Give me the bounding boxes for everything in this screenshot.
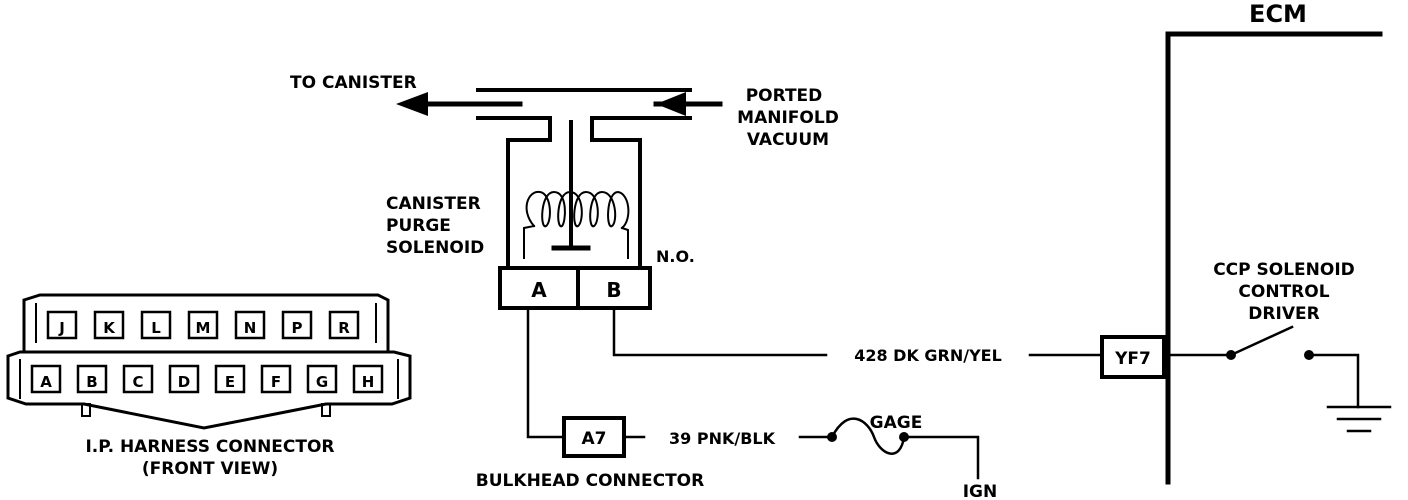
connector-pin-label: R: [338, 319, 350, 337]
to-canister-arrow-head: [396, 92, 428, 116]
gage-label: GAGE: [870, 413, 923, 433]
vacuum-label: VACUUM: [747, 130, 829, 150]
connector-pin-d: [168, 364, 200, 394]
gage-fuse: [830, 417, 906, 455]
solenoid-coil: [525, 190, 630, 230]
ip-harness-connector: J K L M N P R A B C D E F G H: [6, 293, 412, 430]
connector-pin-a: [30, 364, 62, 394]
connector-pin-label: A: [40, 373, 52, 391]
connector-pin-label: D: [178, 373, 190, 391]
connector-pin-label: J: [58, 319, 65, 337]
a7-label: A7: [582, 429, 607, 449]
connector-pin-l: [140, 310, 172, 340]
ecm-block: ECM: [1165, 0, 1383, 485]
ign-label: IGN: [963, 482, 998, 500]
canister-purge-solenoid: A B: [498, 120, 652, 310]
connector-pin-f: [260, 364, 292, 394]
connector-pin-c: [122, 364, 154, 394]
connector-pin-k: [93, 310, 125, 340]
connector-pin-g: [306, 364, 338, 394]
to-canister-label: TO CANISTER: [290, 73, 417, 93]
solenoid-housing-right: [590, 138, 642, 270]
connector-pin-m: [187, 310, 219, 340]
canister-label: CANISTER: [386, 194, 481, 214]
ccp-label-line1: CCP SOLENOID: [1213, 260, 1355, 280]
switch-blade: [1229, 325, 1294, 357]
connector-pin-p: [281, 310, 313, 340]
wire-428: 428 DK GRN/YEL: [612, 306, 1104, 365]
connector-pin-h: [352, 364, 384, 394]
ported-label: PORTED: [746, 86, 823, 106]
wire-39-label: 39 PNK/BLK: [669, 429, 776, 448]
ecm-title: ECM: [1249, 0, 1307, 28]
connector-pin-label: E: [225, 373, 235, 391]
manifold-arrow-head: [656, 92, 686, 116]
yf7-terminal: [1100, 335, 1166, 379]
terminal-b-label: B: [606, 278, 621, 302]
connector-bottom-pin-row: A B C D E F G H: [30, 364, 384, 394]
connector-pin-n: [234, 310, 266, 340]
connector-pin-label: G: [316, 373, 328, 391]
connector-pin-b: [76, 364, 108, 394]
coil-lead-right: [620, 226, 629, 259]
connector-pin-label: P: [292, 319, 303, 337]
connector-pin-label: K: [103, 319, 116, 337]
connector-pin-label: N: [244, 319, 257, 337]
terminal-a-label: A: [531, 278, 547, 302]
solenoid-label: SOLENOID: [386, 238, 484, 258]
connector-pin-label: H: [362, 373, 375, 391]
connector-latch-left: [81, 403, 91, 417]
bulkhead-connector-label: BULKHEAD CONNECTOR: [476, 471, 704, 491]
connector-pin-label: M: [196, 319, 211, 337]
ip-harness-label-line2: (FRONT VIEW): [142, 459, 278, 479]
wire-428-label: 428 DK GRN/YEL: [854, 346, 1002, 365]
ip-harness-label-line1: I.P. HARNESS CONNECTOR: [85, 437, 334, 457]
vacuum-lines: [396, 88, 723, 142]
ccp-label-line3: DRIVER: [1248, 304, 1319, 324]
connector-pin-label: B: [86, 373, 97, 391]
manifold-label: MANIFOLD: [737, 108, 839, 128]
purge-label: PURGE: [386, 216, 451, 236]
wire-39: A7 39 PNK/BLK GAGE IGN: [526, 306, 998, 500]
ccp-label-line2: CONTROL: [1238, 282, 1329, 302]
connector-pin-r: [328, 310, 360, 340]
normally-open-label: N.O.: [656, 247, 695, 266]
connector-pin-label: C: [132, 373, 143, 391]
driver-ground-wire: [1307, 353, 1360, 409]
wire-to-ign: [902, 435, 980, 480]
connector-pin-label: F: [271, 373, 281, 391]
connector-pin-e: [214, 364, 246, 394]
connector-latch-right: [321, 403, 331, 417]
connector-pin-label: L: [151, 319, 161, 337]
wire-a-to-a7: [526, 306, 566, 439]
yf7-label: YF7: [1114, 349, 1151, 369]
solenoid-terminal-block: [498, 266, 652, 310]
ccp-solenoid-driver: CCP SOLENOID CONTROL DRIVER: [1166, 260, 1392, 433]
solenoid-housing-left: [506, 138, 552, 270]
connector-pin-j: [46, 310, 78, 340]
wire-428-segment-left: [612, 306, 828, 357]
coil-lead-left: [523, 224, 536, 259]
connector-lower-shell: [6, 350, 412, 430]
